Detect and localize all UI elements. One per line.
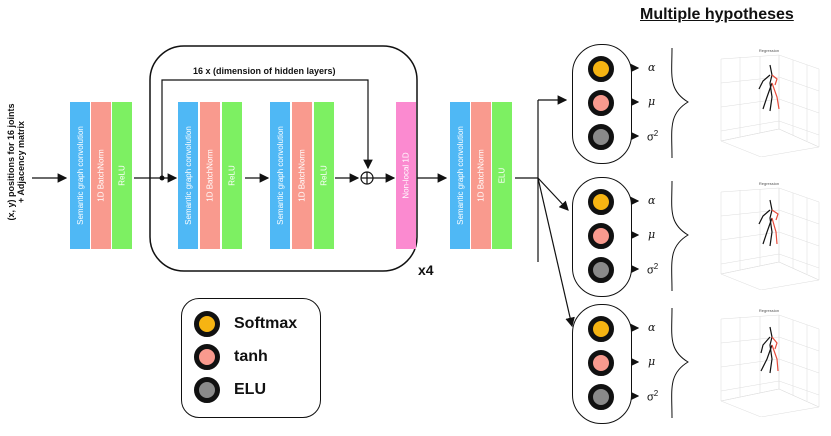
sgc-block-2: Semantic graph convolution [178, 102, 198, 249]
elu-dot-icon [194, 377, 220, 403]
softmax-node-icon [588, 189, 614, 215]
legend-label-elu: ELU [234, 381, 266, 398]
legend: Softmax tanh ELU [181, 298, 321, 418]
elu-block-4: ELU [492, 102, 512, 249]
bn-label-2: 1D BatchNorm [205, 149, 215, 202]
nonlocal-label: Non-local 1D [401, 152, 411, 199]
relu-label-2: ReLU [227, 165, 237, 186]
softmax-node-icon [588, 316, 614, 342]
tanh-node-icon [588, 350, 614, 376]
gaussian-curve-1 [671, 47, 689, 159]
plot-title: Regression [759, 48, 779, 53]
elu-node-icon [588, 384, 614, 410]
bn-block-1: 1D BatchNorm [91, 102, 111, 249]
pose-plot-3: Regression [720, 308, 820, 417]
sigma-exponent: 2 [653, 129, 659, 138]
sigma-exponent: 2 [653, 389, 659, 398]
sigma-label: σ2 [647, 262, 658, 277]
sgc-block-4: Semantic graph convolution [450, 102, 470, 249]
bn-label-1: 1D BatchNorm [96, 149, 106, 202]
relu-label-3: ReLU [319, 165, 329, 186]
sigma-label: σ2 [647, 129, 658, 144]
bn-block-4: 1D BatchNorm [471, 102, 491, 249]
tanh-node-icon [588, 223, 614, 249]
skip-connection-outer [161, 79, 373, 178]
pose-plot-2: Regression [720, 181, 820, 290]
pose-plot-1: Regression [720, 48, 820, 157]
bn-label-3: 1D BatchNorm [297, 149, 307, 202]
gaussian-curve-3 [671, 307, 689, 419]
nonlocal-block: Non-local 1D [396, 102, 416, 249]
sigma-symbol: σ [647, 264, 654, 277]
sgc-block-1: Semantic graph convolution [70, 102, 90, 249]
mu-label: μ [648, 355, 656, 368]
bn-block-2: 1D BatchNorm [200, 102, 220, 249]
legend-item-softmax: Softmax [194, 311, 297, 337]
tanh-node-icon [588, 90, 614, 116]
plot-title: Regression [759, 308, 779, 313]
bn-label-4: 1D BatchNorm [476, 149, 486, 202]
repeat-label: x4 [418, 262, 434, 278]
bn-block-3: 1D BatchNorm [292, 102, 312, 249]
sigma-exponent: 2 [653, 262, 659, 271]
sgc-label-4: Semantic graph convolution [455, 126, 465, 225]
legend-item-elu: ELU [194, 377, 266, 403]
relu-block-3: ReLU [314, 102, 334, 249]
sgc-label-3: Semantic graph convolution [275, 126, 285, 225]
relu-block-1: ReLU [112, 102, 132, 249]
tanh-dot-icon [194, 344, 220, 370]
plot-title: Regression [759, 181, 779, 186]
relu-label-1: ReLU [117, 165, 127, 186]
mu-label: μ [648, 95, 656, 108]
residual-block-container [149, 45, 418, 272]
mu-label: μ [648, 228, 656, 241]
softmax-node-icon [588, 56, 614, 82]
legend-label-softmax: Softmax [234, 315, 298, 332]
relu-block-2: ReLU [222, 102, 242, 249]
alpha-label: α [648, 61, 656, 74]
title: Multiple hypotheses [640, 6, 794, 23]
sigma-symbol: σ [647, 391, 654, 404]
alpha-label: α [648, 194, 656, 207]
elu-label-4: ELU [497, 167, 507, 184]
sgc-label-1: Semantic graph convolution [75, 126, 85, 225]
legend-label-tanh: tanh [234, 348, 268, 365]
gaussian-curve-2 [671, 180, 689, 292]
elu-node-icon [588, 257, 614, 283]
sigma-symbol: σ [647, 131, 654, 144]
legend-item-tanh: tanh [194, 344, 268, 370]
sgc-label-2: Semantic graph convolution [183, 126, 193, 225]
arrow-head-3 [537, 177, 575, 328]
hidden-layers-label: 16 x (dimension of hidden layers) [193, 66, 336, 76]
elu-node-icon [588, 124, 614, 150]
alpha-label: α [648, 321, 656, 334]
softmax-dot-icon [194, 311, 220, 337]
arrow-head-2 [537, 177, 569, 211]
sgc-block-3: Semantic graph convolution [270, 102, 290, 249]
sigma-label: σ2 [647, 389, 658, 404]
